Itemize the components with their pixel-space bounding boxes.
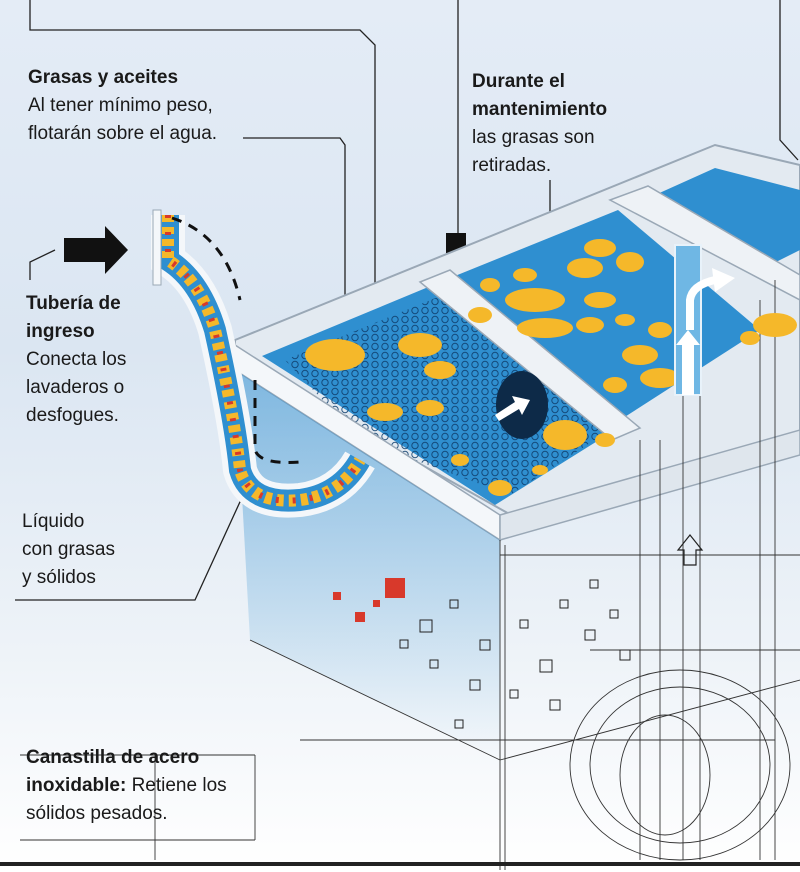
label-mantenimiento-title2: mantenimiento [472,99,608,120]
label-mantenimiento: Durante el mantenimiento las grasas son … [472,68,672,180]
grease-blobs [305,239,797,496]
tank-structure [234,143,800,760]
inflow-arrow-icon [64,226,128,274]
label-mantenimiento-line2: retiradas. [472,155,552,176]
leader-lines [15,0,799,601]
heavy-solids [333,578,405,622]
label-tuberia-line3: desfogues. [26,405,119,426]
bottom-divider [0,862,800,866]
flow-arrow-icon [712,268,735,292]
label-liquido-line1: Líquido [22,511,85,532]
label-canastilla-line2: sólidos pesados. [26,803,168,824]
label-tuberia-line2: lavaderos o [26,377,125,398]
label-canastilla-title1: Canastilla de acero [26,747,200,768]
label-tuberia-title1: Tubería de [26,293,121,314]
label-tuberia-line1: Conecta los [26,349,127,370]
label-liquido-line3: y sólidos [22,567,96,588]
label-canastilla: Canastilla de acero inoxidable: Retiene … [26,744,266,828]
label-grasas: Grasas y aceites Al tener mínimo peso, f… [28,64,268,148]
sediment-solids [399,579,631,729]
flow-arrow-icon [676,330,700,395]
flow-arrow-icon [253,380,301,464]
label-canastilla-line1: Retiene los [126,775,227,796]
label-liquido-line2: con grasas [22,539,115,560]
inlet-pipe [151,209,375,518]
label-mantenimiento-line1: las grasas son [472,127,595,148]
label-tuberia-title2: ingreso [26,321,95,342]
flow-arrow-icon [676,534,704,566]
chamber-3-water [655,168,800,270]
flow-arrow-icon [171,216,242,301]
label-grasas-line2: flotarán sobre el agua. [28,123,218,144]
steel-basket [285,292,610,495]
flow-arrow-icon [495,396,530,421]
label-mantenimiento-title1: Durante el [472,71,565,92]
label-tuberia: Tubería de ingreso Conecta los lavaderos… [26,290,176,430]
label-canastilla-title2: inoxidable: [26,775,127,796]
label-grasas-title: Grasas y aceites [28,67,179,88]
label-grasas-line1: Al tener mínimo peso, [28,95,213,116]
label-liquido: Líquido con grasas y sólidos [22,508,172,592]
